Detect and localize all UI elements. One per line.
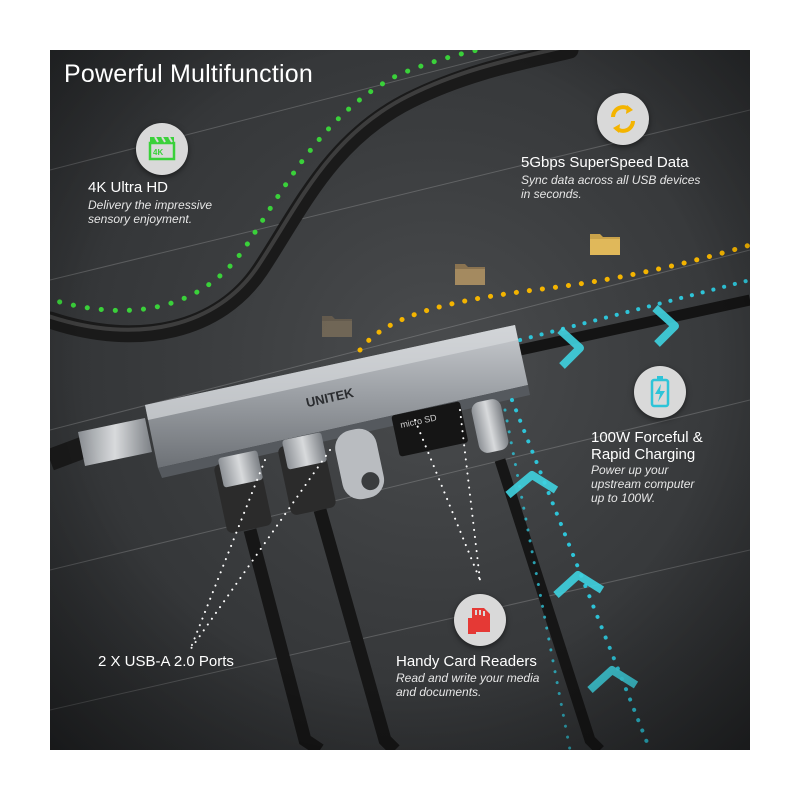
charging-desc-line: Power up your bbox=[591, 463, 669, 477]
charging-title-line: Rapid Charging bbox=[591, 446, 696, 463]
data-feature-title: 5Gbps SuperSpeed Data bbox=[521, 154, 689, 171]
charging-badge bbox=[634, 366, 686, 418]
card-badge bbox=[454, 594, 506, 646]
folder-icon bbox=[590, 234, 620, 255]
data-feature-desc: Sync data across all USB devices in seco… bbox=[521, 173, 700, 201]
video-desc-line: sensory enjoyment. bbox=[88, 212, 193, 226]
arrow-up-icon bbox=[587, 666, 639, 693]
video-feature-desc: Delivery the impressive sensory enjoymen… bbox=[88, 198, 212, 226]
card-feature-title: Handy Card Readers bbox=[396, 653, 537, 670]
usb-ports-title: 2 X USB-A 2.0 Ports bbox=[98, 653, 234, 670]
usb-c-plug bbox=[78, 418, 152, 466]
battery-charging-icon bbox=[650, 376, 670, 408]
sync-arrows-icon bbox=[611, 105, 635, 133]
video-feature-title: 4K Ultra HD bbox=[88, 179, 169, 196]
arrow-up-icon bbox=[553, 571, 605, 598]
card-desc-line: Read and write your media bbox=[396, 671, 540, 685]
product-banner: UNITEK micro SD bbox=[50, 50, 750, 750]
data-desc-line: Sync data across all USB devices bbox=[521, 173, 701, 187]
film-clapper-icon: 4K bbox=[148, 136, 176, 161]
usb-flash-drive bbox=[335, 428, 385, 500]
video-badge: 4K bbox=[136, 123, 188, 175]
page-title: Powerful Multifunction bbox=[64, 60, 313, 88]
video-desc-line: Delivery the impressive bbox=[88, 198, 213, 212]
data-desc-line: in seconds. bbox=[521, 187, 582, 201]
charging-desc-line: upstream computer bbox=[591, 477, 695, 491]
charging-feature-title: 100W Forceful & Rapid Charging bbox=[591, 429, 703, 463]
charging-title-line: 100W Forceful & bbox=[591, 429, 703, 446]
svg-text:4K: 4K bbox=[153, 148, 163, 157]
data-cable bbox=[518, 294, 750, 356]
charging-desc-line: up to 100W. bbox=[591, 491, 656, 505]
card-desc-line: and documents. bbox=[396, 685, 482, 699]
card-feature-desc: Read and write your media and documents. bbox=[396, 671, 539, 699]
data-signal-path bbox=[357, 242, 750, 353]
folder-icon bbox=[322, 316, 352, 337]
data-badge bbox=[597, 93, 649, 145]
sd-card-icon bbox=[468, 608, 490, 634]
charging-feature-desc: Power up your upstream computer up to 10… bbox=[591, 463, 694, 505]
folder-icon bbox=[455, 264, 485, 285]
